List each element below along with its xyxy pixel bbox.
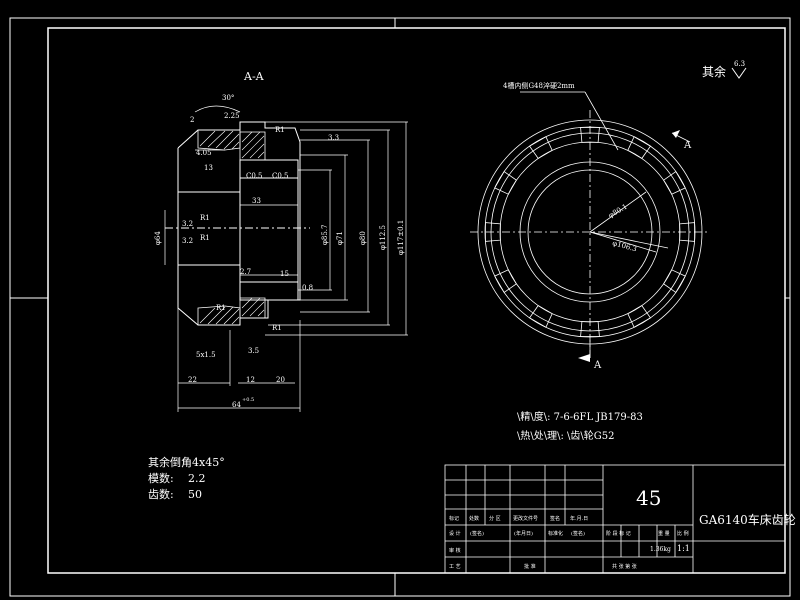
dim-22: 22 (188, 376, 197, 384)
spline-slot (663, 269, 686, 294)
tb-sign-b: (签名) (571, 530, 585, 537)
sheet-frame (9, 17, 791, 597)
chamfer-note: 其余倒角4x45° (148, 455, 225, 469)
tb-label-count: 处数 (469, 515, 479, 522)
spline-slot (494, 269, 517, 294)
tb-mass: 重 量 (658, 530, 670, 537)
dim-13: 13 (204, 164, 213, 172)
surface-finish-note: 其余 6.3 (702, 60, 747, 79)
spline-slots (485, 127, 695, 337)
dim-phi-71: φ71 (336, 231, 344, 245)
tb-ratio: 比 例 (677, 530, 689, 537)
tb-label-mark: 标记 (449, 515, 459, 522)
tb-approve: 批 准 (524, 563, 536, 570)
leader-note: 4槽内侧G48淬硬2mm (503, 81, 575, 90)
tb-sheet: 共 张 第 张 (612, 563, 637, 570)
spline-slot (494, 170, 517, 195)
title-block-text: 45 GA6140车床齿轮 标记 处数 分 区 更改文件号 签名 年.月.日 设… (449, 486, 796, 570)
spline-slot (627, 305, 652, 328)
heat-treatment-note: \热\处\理\: \齿\轮G52 (517, 429, 614, 442)
dim-12: 12 (246, 376, 255, 384)
dim-r1-b: R1 (200, 234, 210, 242)
section-view (165, 121, 310, 326)
section-title: A-A (243, 70, 265, 83)
spline-slot (580, 321, 600, 337)
module-label: 模数: (148, 472, 174, 485)
spline-slot (528, 136, 553, 159)
spline-slot (663, 170, 686, 195)
precision-note: \精\度\: 7-6-6FL JB179-83 (517, 410, 643, 423)
dim-3-5: 3.5 (248, 347, 259, 355)
spline-slot (679, 222, 695, 242)
dim-phi-112: φ112.5 (379, 225, 387, 250)
dimension-lines (164, 105, 408, 412)
tb-label-zone: 分 区 (489, 515, 501, 522)
spline-slot (485, 222, 501, 242)
surface-finish-value: 6.3 (734, 60, 745, 68)
dim-angle-30: 30° (222, 94, 234, 102)
hatch-regions (197, 129, 266, 326)
tb-sign-a: (签名) (470, 530, 484, 537)
dim-5x1-5: 5x1.5 (196, 351, 216, 359)
tb-audit: 审 核 (449, 547, 461, 554)
left-dimension-labels: 30° 2 2.25 4.05 13 C0.5 C0.5 33 2.7 15 0… (154, 94, 405, 409)
dim-c05-b: C0.5 (272, 172, 289, 180)
dim-phi-117: φ117±0.1 (397, 220, 405, 255)
dim-phi-85: φ85.7 (321, 225, 329, 246)
title-block (444, 464, 786, 574)
tb-label-change: 更改文件号 (513, 515, 538, 522)
dim-r1-low2: R1 (272, 324, 282, 332)
dim-64-tol: +0.5 (242, 397, 254, 403)
dim-r1-top: R1 (275, 126, 285, 134)
dim-phi-80: φ80 (359, 231, 367, 245)
dim-3-3-top: 3.3 (328, 134, 339, 142)
dim-top-2-25: 2.25 (224, 112, 240, 120)
spline-slot (528, 305, 553, 328)
dim-r1-low: R1 (216, 304, 226, 312)
part-name: GA6140车床齿轮 (699, 512, 796, 527)
dim-top-2: 2 (190, 116, 194, 124)
dim-3-2-b: 3.2 (182, 237, 193, 245)
tb-label-sign: 签名 (550, 515, 560, 522)
surface-finish-label: 其余 (702, 64, 726, 79)
dim-c05-a: C0.5 (246, 172, 263, 180)
material-number: 45 (636, 486, 661, 510)
dim-phi-inner: φ80.1 (607, 203, 629, 220)
dim-3-2-a: 3.2 (182, 220, 193, 228)
tb-scale: 1:1 (677, 544, 690, 553)
tb-stage: 阶 段 标 记 (606, 530, 631, 537)
arrow-top-icon (672, 130, 680, 138)
section-mark-bottom: A (593, 360, 602, 371)
tb-date-a: (年月日) (514, 530, 533, 537)
spline-slot (580, 127, 600, 143)
dim-4-05: 4.05 (196, 149, 212, 157)
tb-weight: 1.36kg (650, 546, 671, 553)
tb-design: 设 计 (449, 530, 461, 537)
spline-slot (627, 136, 652, 159)
dim-r1-a: R1 (200, 214, 210, 222)
dim-64: 64 (232, 401, 241, 409)
arrow-bottom-icon (578, 354, 590, 362)
tb-label-date: 年.月.日 (570, 515, 588, 522)
dim-2-7: 2.7 (240, 268, 251, 276)
teeth-label: 齿数: (148, 488, 174, 501)
tb-std: 标准化 (548, 530, 563, 537)
dim-15: 15 (280, 270, 289, 278)
dim-phi-left: φ64 (154, 231, 162, 245)
dim-33: 33 (252, 197, 261, 205)
gear-front-view (470, 91, 710, 360)
roughness-symbol-icon (731, 67, 747, 79)
teeth-value: 50 (188, 488, 202, 501)
section-mark-top: A (683, 140, 692, 151)
dim-20: 20 (276, 376, 285, 384)
dim-0-8: 0.8 (302, 284, 313, 292)
tb-craft: 工 艺 (449, 564, 461, 570)
module-value: 2.2 (188, 472, 206, 485)
